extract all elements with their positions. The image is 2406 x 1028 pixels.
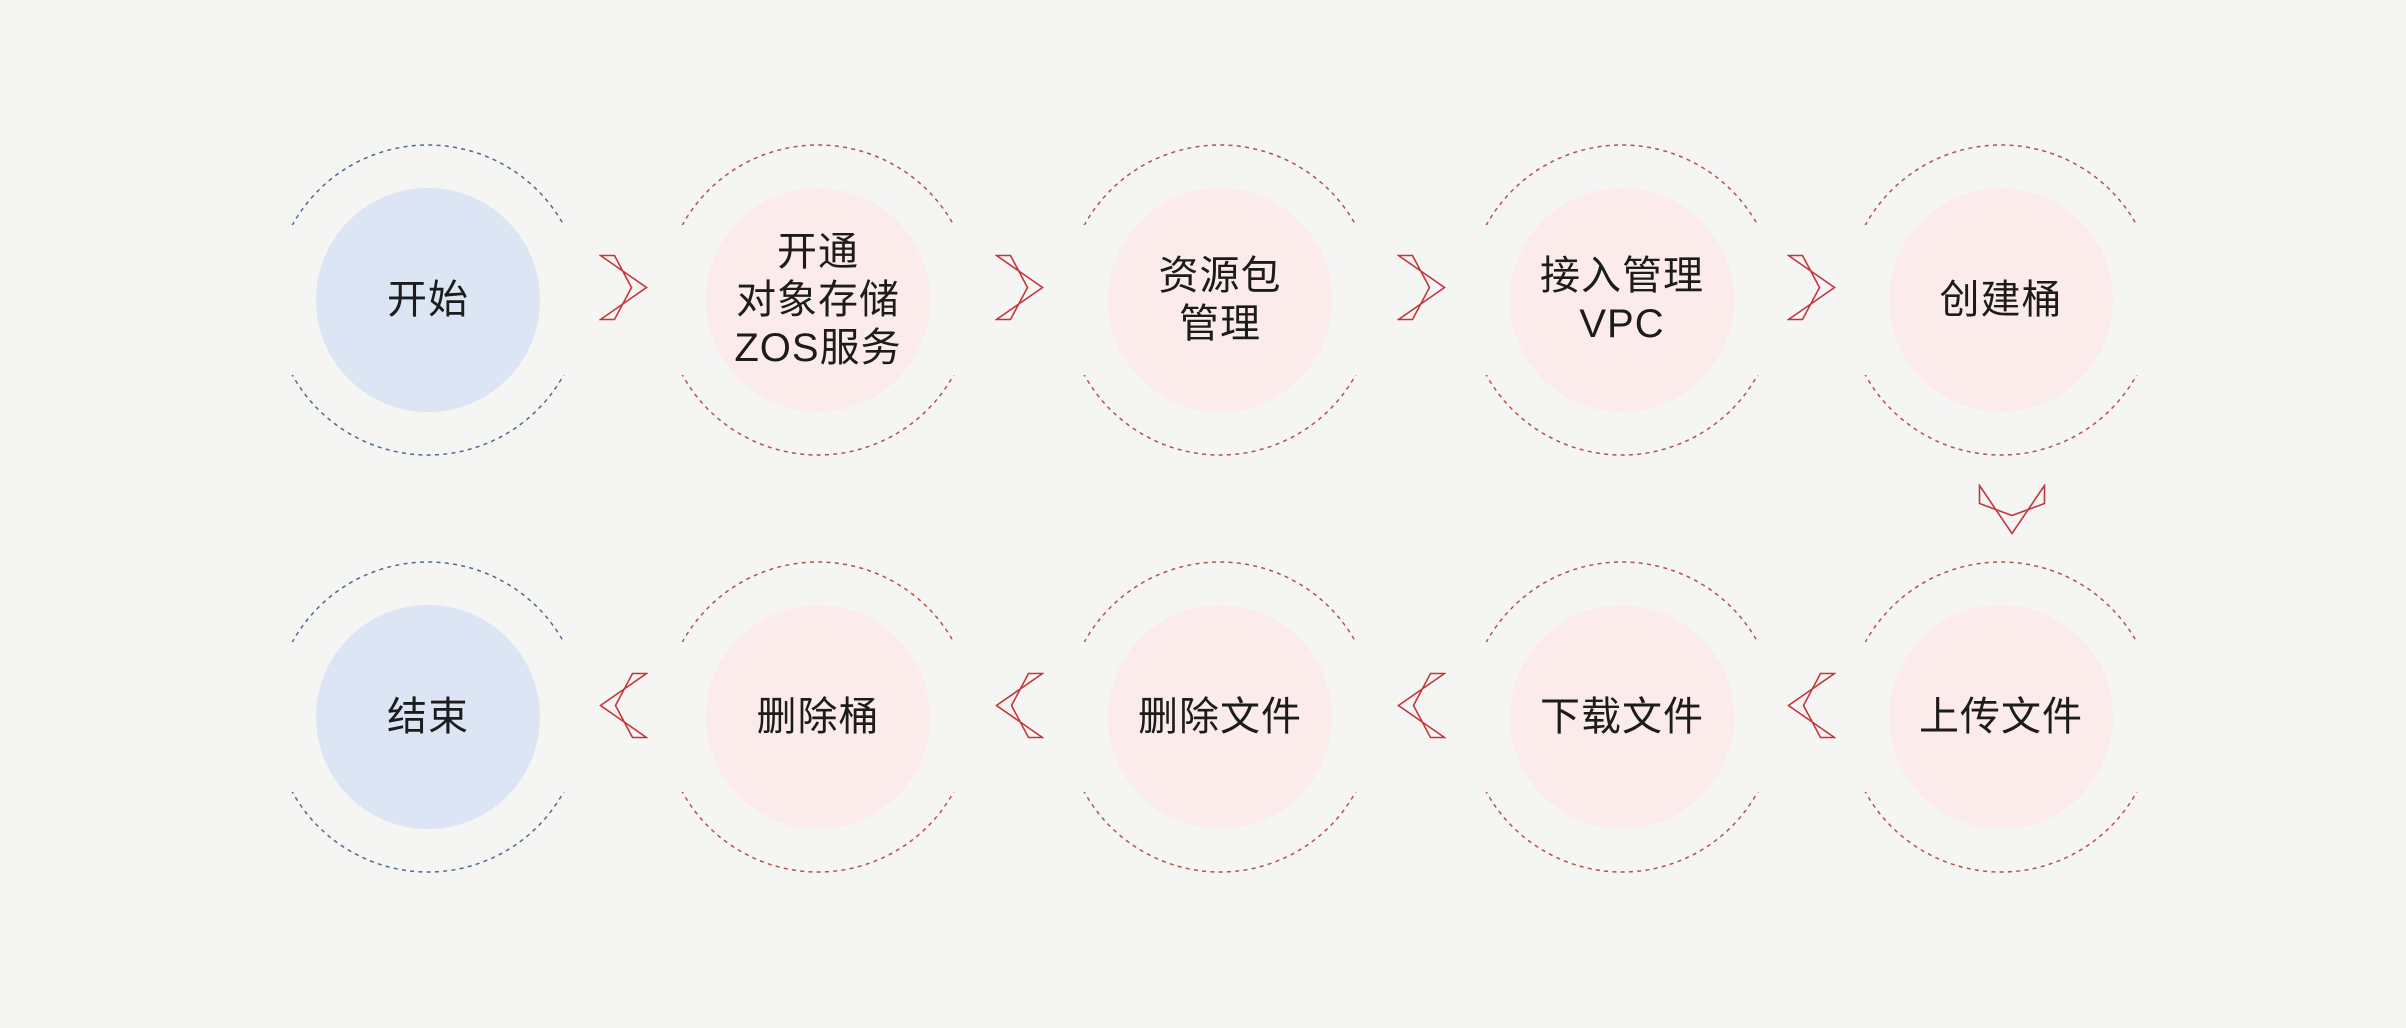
node-dotted-ring (658, 561, 978, 873)
node-circle (1108, 605, 1332, 829)
node-circle (706, 605, 930, 829)
chevron-left-icon (994, 672, 1045, 744)
flow-node: 删除文件 (1060, 557, 1380, 877)
chevron-left-icon (1396, 672, 1447, 744)
node-label: 下载文件 (1540, 695, 1704, 739)
flow-node: 资源包 管理 (1060, 140, 1380, 460)
chevron-left-icon (1787, 672, 1838, 744)
node-dotted-ring (268, 144, 588, 456)
node-dotted-ring (1060, 144, 1380, 456)
flow-node: 删除桶 (658, 557, 978, 877)
chevron-right-icon (993, 254, 1044, 326)
flow-node: 开通 对象存储 ZOS服务 (658, 140, 978, 460)
node-circle (316, 188, 540, 412)
node-circle (1108, 188, 1332, 412)
chevron-down-icon (1978, 482, 2046, 540)
flow-node: 下载文件 (1462, 557, 1782, 877)
node-label: 上传文件 (1919, 695, 2083, 739)
node-dotted-ring (268, 561, 588, 873)
chevron-left-icon (598, 672, 649, 744)
node-circle (316, 605, 540, 829)
node-dotted-ring (1462, 144, 1782, 456)
node-dotted-ring (1462, 561, 1782, 873)
node-dotted-ring (1841, 561, 2161, 873)
flow-node: 开始 (268, 140, 588, 460)
flow-node: 接入管理 VPC (1462, 140, 1782, 460)
chevron-right-icon (1395, 254, 1446, 326)
node-label: 创建桶 (1939, 278, 2063, 322)
flow-node: 结束 (268, 557, 588, 877)
node-circle (706, 188, 930, 412)
node-circle (1510, 188, 1734, 412)
node-label: 删除桶 (756, 695, 880, 739)
chevron-right-icon (1785, 254, 1836, 326)
node-label: 开始 (387, 278, 469, 322)
node-label: 接入管理 VPC (1540, 254, 1704, 346)
node-circle (1510, 605, 1734, 829)
node-label: 结束 (387, 695, 469, 739)
node-circle (1889, 188, 2113, 412)
node-label: 资源包 管理 (1158, 254, 1282, 346)
flow-node: 创建桶 (1841, 140, 2161, 460)
flow-node: 上传文件 (1841, 557, 2161, 877)
node-label: 开通 对象存储 ZOS服务 (734, 230, 902, 370)
node-dotted-ring (1841, 144, 2161, 456)
node-dotted-ring (1060, 561, 1380, 873)
node-label: 删除文件 (1138, 695, 1302, 739)
node-dotted-ring (658, 144, 978, 456)
chevron-right-icon (597, 254, 648, 326)
node-circle (1889, 605, 2113, 829)
